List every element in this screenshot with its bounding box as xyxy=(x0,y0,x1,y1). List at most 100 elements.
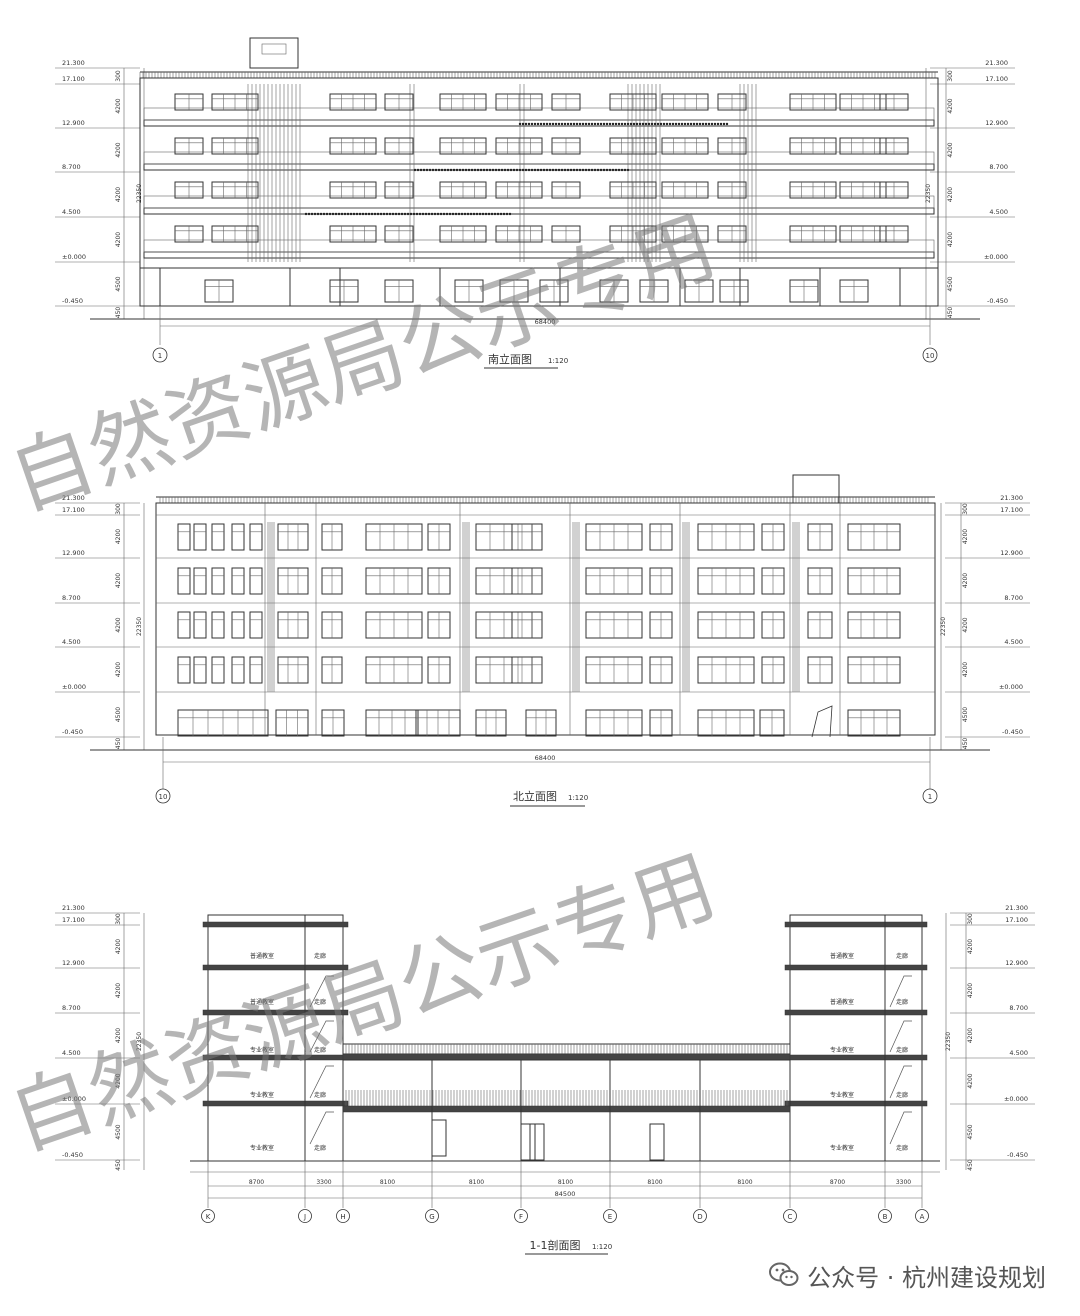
bay-dim-label: 8700 xyxy=(830,1179,845,1186)
axis-label: 10 xyxy=(926,352,935,360)
stair-tower xyxy=(249,37,299,69)
sunshade-dot xyxy=(665,122,669,126)
sunshade-dot xyxy=(467,168,471,172)
level-label-left: -0.450 xyxy=(62,728,83,736)
sunshade-dot xyxy=(605,122,609,126)
sunshade-dot xyxy=(656,122,660,126)
dim-label: 450 xyxy=(967,1159,974,1171)
sunshade-dot xyxy=(545,168,549,172)
door xyxy=(431,1119,447,1157)
dim-label: 300 xyxy=(947,70,954,82)
room-label-left: 专业教室 xyxy=(250,1091,274,1099)
sunshade-dot xyxy=(481,212,485,216)
stair-flight xyxy=(309,1111,334,1145)
sunshade-dot xyxy=(466,212,470,216)
tower-window xyxy=(261,43,287,55)
corridor-label-left: 走廊 xyxy=(314,952,326,960)
sunshade-dot xyxy=(653,122,657,126)
sunshade-dot xyxy=(509,168,513,172)
sunshade-dot xyxy=(424,212,428,216)
footer-text: 公众号 · 杭州建设规划 xyxy=(807,1263,1046,1292)
axis-label: K xyxy=(206,1213,211,1221)
balcony-slab xyxy=(143,207,935,215)
total-height-label: 22350 xyxy=(925,184,932,203)
axis-label: 10 xyxy=(159,793,168,801)
floor-slab xyxy=(784,921,928,928)
sunshade-dot xyxy=(581,122,585,126)
sunshade-dot xyxy=(623,122,627,126)
bay-dim-label: 8100 xyxy=(380,1179,395,1186)
sunshade-dot xyxy=(587,168,591,172)
sunshade-dot xyxy=(506,168,510,172)
sunshade-dot xyxy=(497,168,501,172)
axis-bubble xyxy=(922,788,938,804)
sunshade-dot xyxy=(692,122,696,126)
level-label-left: 12.900 xyxy=(62,959,85,967)
window xyxy=(211,567,225,595)
corridor-label-right: 走廊 xyxy=(896,998,908,1006)
sunshade-dot xyxy=(704,122,708,126)
axis-bubble xyxy=(693,1209,707,1223)
axis-label: D xyxy=(697,1213,702,1221)
sunshade-dot xyxy=(587,122,591,126)
sunshade-dot xyxy=(433,212,437,216)
sunshade-dot xyxy=(725,122,729,126)
sunshade-dot xyxy=(316,212,320,216)
level-label-left: 4.500 xyxy=(62,208,81,216)
level-label-left: 12.900 xyxy=(62,549,85,557)
sunshade-dot xyxy=(425,168,429,172)
bay-dim-label: 8100 xyxy=(737,1179,752,1186)
sunshade-dot xyxy=(457,212,461,216)
axis-bubble xyxy=(201,1209,215,1223)
axis-bubble xyxy=(298,1209,312,1223)
axis-bubble xyxy=(336,1209,350,1223)
sunshade-dot xyxy=(611,168,615,172)
floor-slab xyxy=(202,921,349,928)
sunshade-dot xyxy=(482,168,486,172)
sunshade-dot xyxy=(409,212,413,216)
sunshade-dot xyxy=(508,212,512,216)
sunshade-dot xyxy=(445,212,449,216)
dim-label: 4200 xyxy=(962,617,969,632)
sunshade-dot xyxy=(496,212,500,216)
axis-label: A xyxy=(920,1213,925,1221)
level-label-left: ±0.000 xyxy=(62,1095,86,1103)
axis-bubble xyxy=(783,1209,797,1223)
sunshade-dot xyxy=(421,212,425,216)
facade xyxy=(139,77,939,307)
bay-dim-label: 8100 xyxy=(647,1179,662,1186)
window xyxy=(211,656,225,684)
sunshade-dot xyxy=(563,168,567,172)
sunshade-dot xyxy=(379,212,383,216)
sunshade-dot xyxy=(449,168,453,172)
sunshade-dot xyxy=(602,168,606,172)
total-length-label: 68400 xyxy=(535,754,556,762)
sunshade-dot xyxy=(521,168,525,172)
dim-label: 4500 xyxy=(115,1124,122,1139)
dim-label: 4200 xyxy=(947,142,954,157)
sunshade-dot xyxy=(473,168,477,172)
floor-slab xyxy=(202,1009,349,1016)
level-label-right: 21.300 xyxy=(1000,494,1023,502)
sunshade-dot xyxy=(373,212,377,216)
balcony-slab xyxy=(143,163,935,171)
sunshade-dot xyxy=(521,122,525,126)
sunshade-dot xyxy=(527,168,531,172)
sunshade-dot xyxy=(431,168,435,172)
level-label-right: 17.100 xyxy=(1005,916,1028,924)
room-label-left: 普通教室 xyxy=(250,998,274,1006)
sunshade-dot xyxy=(638,122,642,126)
sunshade-dot xyxy=(340,212,344,216)
sunshade-dot xyxy=(596,168,600,172)
level-label-left: 21.300 xyxy=(62,904,85,912)
level-label-left: -0.450 xyxy=(62,1151,83,1159)
sunshade-dot xyxy=(608,122,612,126)
balcony-rail xyxy=(143,195,935,209)
sunshade-dot xyxy=(484,212,488,216)
sunshade-dot xyxy=(617,168,621,172)
axis-label: J xyxy=(303,1213,306,1221)
axis-label: G xyxy=(429,1213,434,1221)
sunshade-dot xyxy=(611,122,615,126)
level-label-right: 12.900 xyxy=(985,119,1008,127)
